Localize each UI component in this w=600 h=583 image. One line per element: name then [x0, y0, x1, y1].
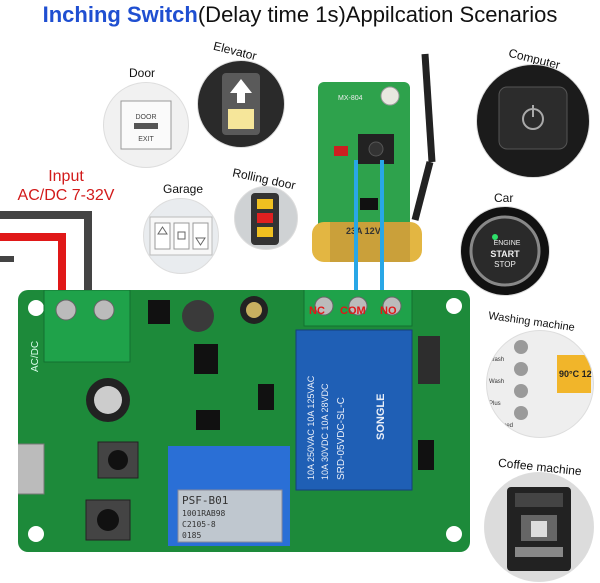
- car-button-line1: ENGINE: [494, 240, 521, 247]
- car-button-line2: START: [490, 249, 520, 259]
- washing-option-2: Wash Plus: [489, 379, 505, 407]
- washing-display: 90°C 12: [559, 369, 592, 379]
- computer-scenario: [476, 64, 590, 178]
- power-button-icon: [498, 86, 568, 150]
- washing-option-3: Reduced Ironing: [489, 423, 514, 429]
- washing-machine-panel-icon: 90°C 12: [514, 340, 592, 420]
- car-button-line3: STOP: [494, 260, 516, 269]
- car-label: Car: [494, 191, 514, 205]
- elevator-button-icon: [222, 73, 260, 135]
- input-label-line2: AC/DC 7-32V: [17, 187, 115, 204]
- door-plate-bottom: EXIT: [138, 136, 154, 143]
- module-line4: 0185: [182, 531, 201, 540]
- remote-control-board: MX-804 23A 12V: [312, 53, 436, 262]
- elevator-scenario: [197, 60, 285, 148]
- relay-line1: 10A 250VAC 10A 125VAC: [306, 375, 316, 480]
- rolling-door-scenario: [234, 186, 298, 250]
- input-wires: [0, 211, 92, 295]
- relay-line3: SRD-05VDC-SL-C: [336, 397, 347, 480]
- remote-wires: [354, 160, 384, 292]
- terminal-nc: NC: [309, 305, 325, 317]
- washing-option-1: Wash: [489, 357, 505, 363]
- terminal-no: NO: [380, 305, 397, 317]
- input-label-line1: Input: [48, 168, 84, 185]
- rolling-door-remote-icon: [251, 193, 279, 245]
- relay-module-board: AC/DC PSF-B01 1001RAB98 C2105-8 0185 10A…: [18, 290, 470, 552]
- garage-scenario: [143, 198, 219, 274]
- remote-model: MX-804: [338, 95, 363, 102]
- title-rest: (Delay time 1s)Appilcation Scenarios: [197, 2, 558, 27]
- module-line2: 1001RAB98: [182, 509, 226, 518]
- washing-options: Wash Wash Plus Reduced Ironing: [489, 349, 514, 437]
- relay-brand: SONGLE: [375, 394, 387, 440]
- board-ac-dc: AC/DC: [30, 341, 41, 372]
- module-label: PSF-B01: [182, 494, 228, 507]
- engine-start-button-icon: ENGINE START STOP: [469, 215, 541, 287]
- door-scenario: DOOR EXIT: [103, 82, 189, 168]
- door-label: Door: [129, 66, 156, 80]
- remote-battery: 23A 12V: [346, 226, 381, 236]
- coffee-machine-icon: [507, 487, 571, 571]
- garage-label: Garage: [163, 182, 204, 196]
- door-switch-icon: DOOR EXIT: [120, 100, 172, 150]
- module-line3: C2105-8: [182, 520, 216, 529]
- terminal-com: COM: [340, 305, 366, 317]
- title-highlight: Inching Switch: [42, 2, 198, 27]
- page-title: Inching Switch(Delay time 1s)Appilcation…: [0, 2, 600, 28]
- car-scenario: ENGINE START STOP: [460, 206, 550, 296]
- input-label: Input AC/DC 7-32V: [10, 167, 122, 205]
- washing-machine-scenario: 90°C 12 Wash Wash Plus Reduced Ironing: [486, 330, 594, 438]
- coffee-machine-scenario: [484, 472, 594, 582]
- garage-switch-icon: [149, 216, 213, 256]
- relay-line2: 10A 30VDC 10A 28VDC: [320, 383, 330, 480]
- door-plate-top: DOOR: [136, 114, 157, 121]
